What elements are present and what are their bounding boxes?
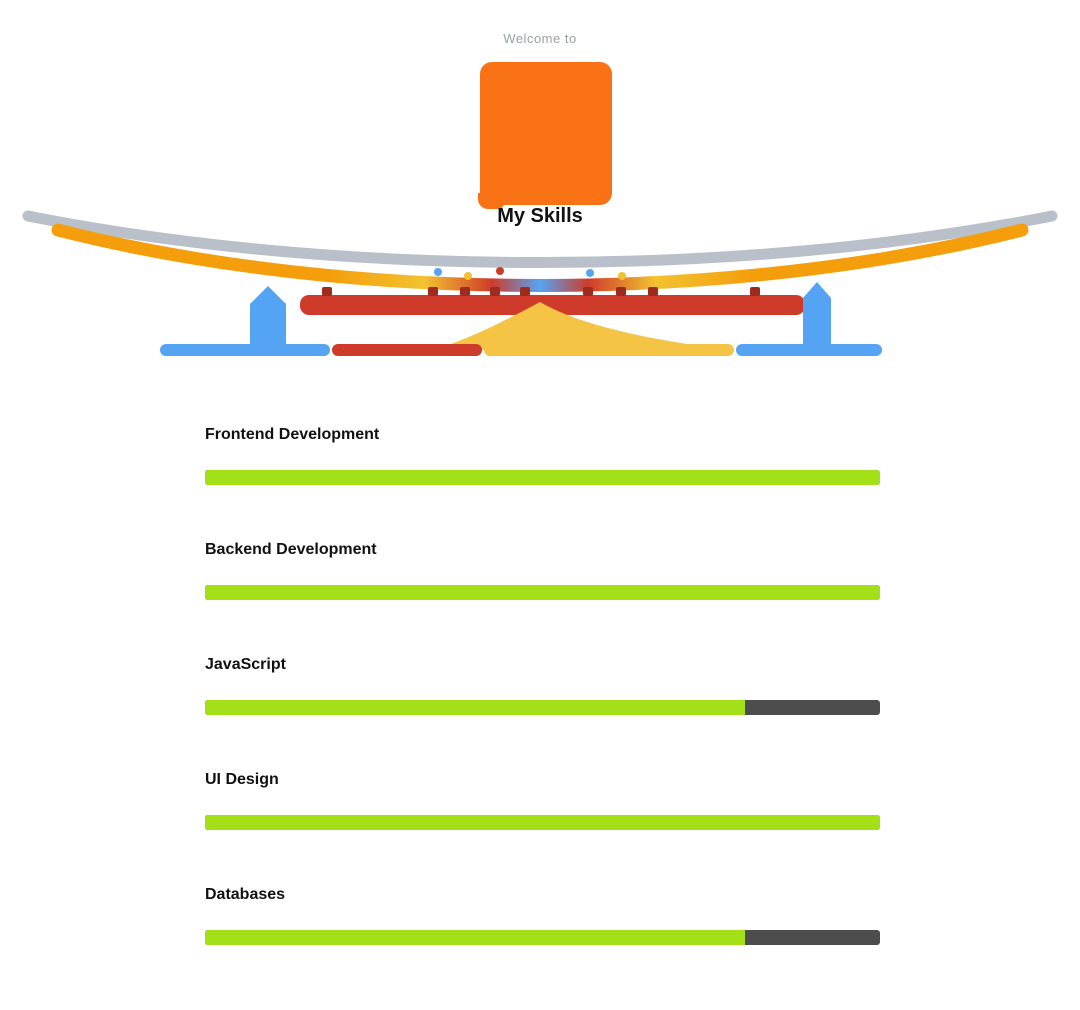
- skill-progress-track: [205, 700, 880, 715]
- bridge-tower-right: [803, 282, 831, 350]
- logo-tail: [478, 193, 504, 209]
- bridge-tower-left: [250, 286, 286, 352]
- bridge-base-bars: [160, 344, 882, 356]
- banner-illustration: [22, 210, 1058, 356]
- skill-progress-fill: [205, 930, 745, 945]
- skill-row: Frontend Development: [205, 425, 880, 485]
- skill-progress-track: [205, 585, 880, 600]
- skill-progress-fill: [205, 585, 880, 600]
- skill-label: JavaScript: [205, 656, 286, 673]
- logo-block: [478, 62, 612, 209]
- skill-progress-track: [205, 470, 880, 485]
- hero-caption: Welcome to: [503, 31, 577, 46]
- base-bar-blue-right: [736, 344, 882, 356]
- base-bar-red: [332, 344, 482, 356]
- bridge-deck: [300, 295, 805, 315]
- skill-label: Backend Development: [205, 541, 377, 558]
- bridge-deck-specks: [434, 267, 626, 280]
- skills-section: Frontend Development Backend Development…: [205, 425, 880, 1000]
- skill-progress-fill: [205, 700, 745, 715]
- skill-row: Databases: [205, 885, 880, 945]
- skill-progress-fill: [205, 815, 880, 830]
- skill-row: UI Design: [205, 770, 880, 830]
- skills-list: Frontend Development Backend Development…: [205, 425, 880, 945]
- skill-label: Databases: [205, 886, 286, 903]
- skill-progress-fill: [205, 470, 880, 485]
- bridge-yellow-fan: [432, 302, 733, 350]
- skill-row: JavaScript: [205, 655, 880, 715]
- bridge-deck-notches: [322, 287, 760, 296]
- bridge-orange-band: [51, 223, 1029, 292]
- bridge-cable: [22, 210, 1058, 268]
- skill-label: UI Design: [205, 771, 279, 788]
- page-title: My Skills: [497, 205, 583, 227]
- skill-row: Backend Development: [205, 540, 880, 600]
- bridge-illustration: [22, 210, 1058, 356]
- base-bar-yellow: [484, 344, 734, 356]
- skill-label: Frontend Development: [205, 426, 380, 443]
- base-bar-blue-left: [160, 344, 330, 356]
- skill-progress-track: [205, 930, 880, 945]
- skill-progress-track: [205, 815, 880, 830]
